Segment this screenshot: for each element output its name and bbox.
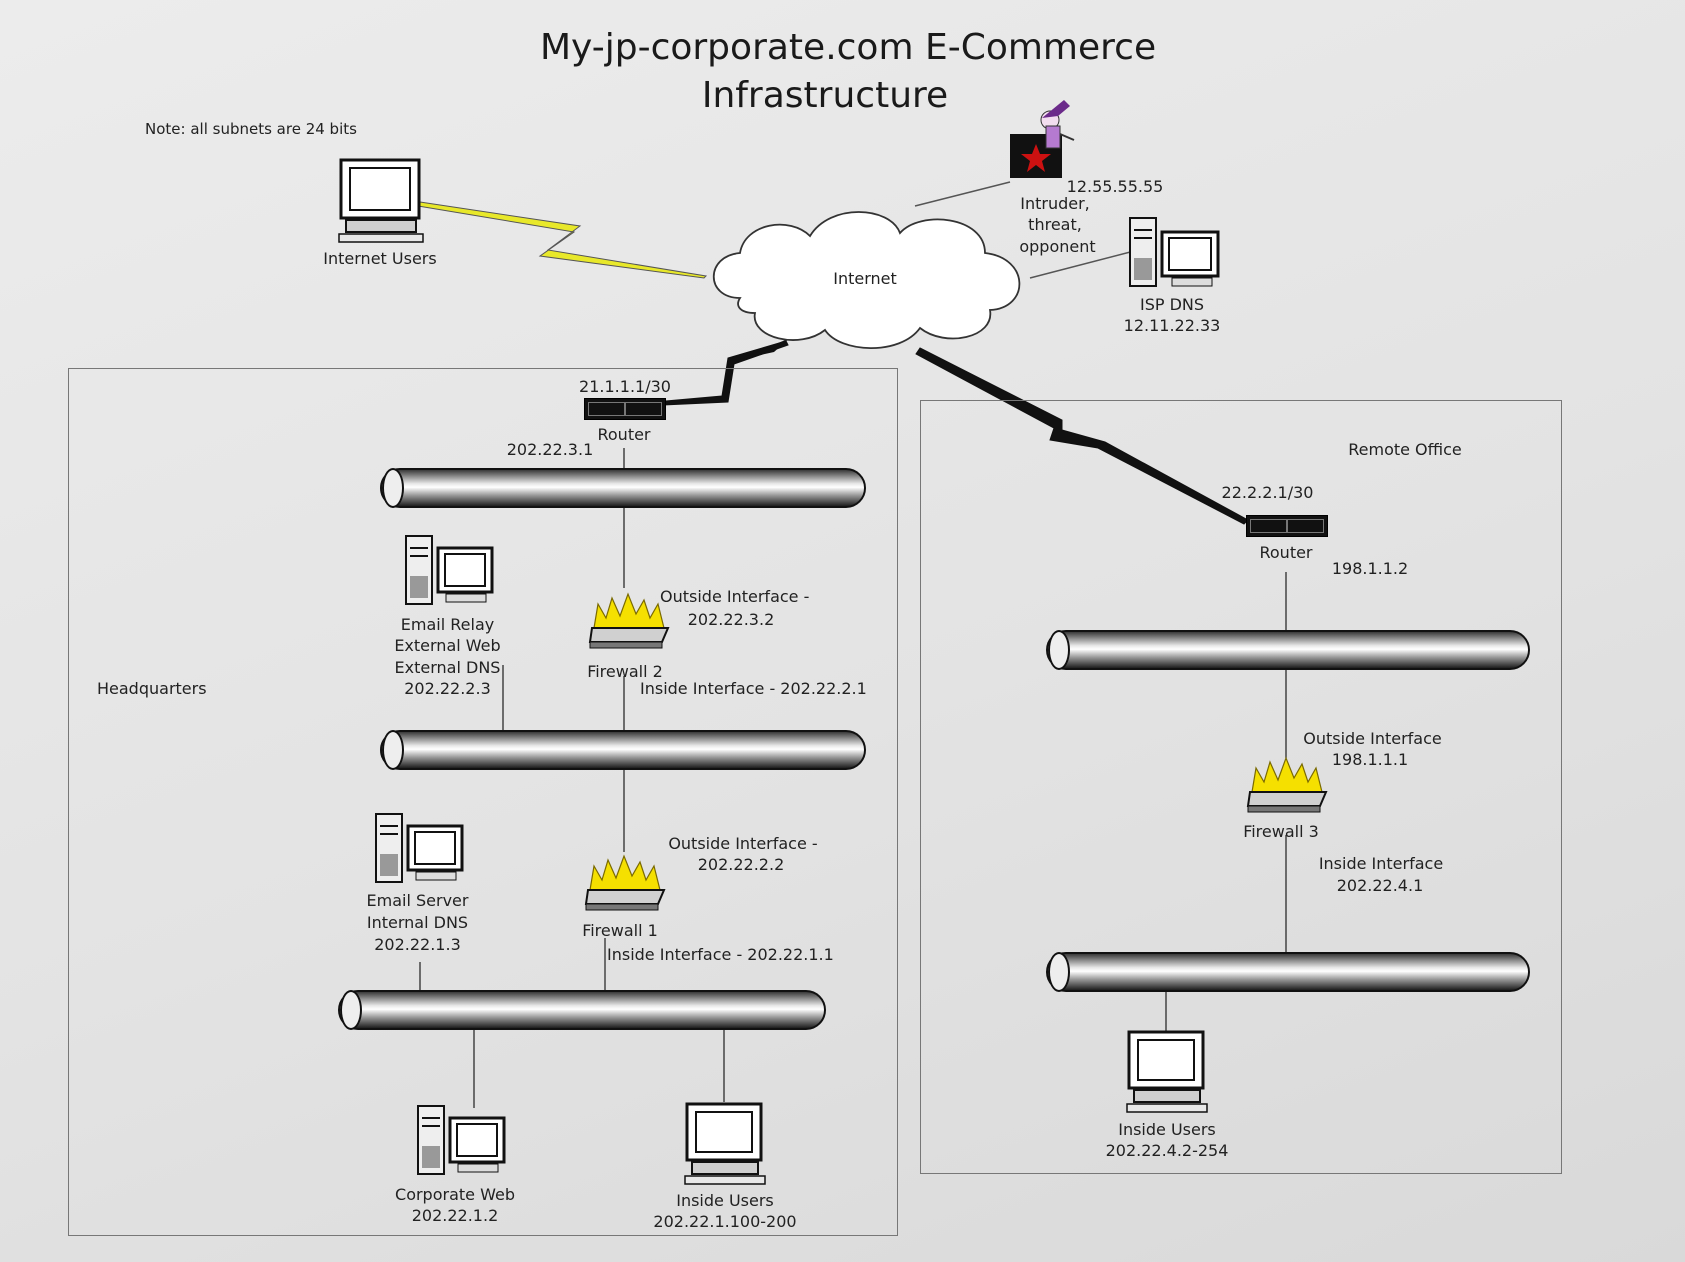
remote-inside-users-ip: 202.22.4.2-254 bbox=[1105, 1141, 1229, 1160]
email-server-line1: Email Server bbox=[366, 891, 469, 910]
hq-internal-segment bbox=[338, 990, 826, 1030]
hq-dmz-outer-segment bbox=[380, 468, 866, 508]
lightning-internet-users bbox=[417, 201, 708, 279]
email-relay-line1: Email Relay bbox=[400, 615, 495, 634]
firewall-3-inside-line1: Inside Interface bbox=[1318, 854, 1444, 873]
firewall-2-inside-interface: Inside Interface - 202.22.2.1 bbox=[640, 679, 867, 698]
internet-cloud-icon bbox=[713, 211, 1021, 350]
email-server-icon bbox=[375, 813, 464, 883]
firewall-1-outside-line1: Outside Interface - bbox=[668, 834, 818, 853]
intruder-label-line2: threat, bbox=[1028, 215, 1082, 234]
email-relay-server-icon bbox=[405, 535, 494, 605]
remote-router-icon bbox=[1246, 515, 1328, 537]
firewall-1-inside-interface: Inside Interface - 202.22.1.1 bbox=[607, 945, 834, 964]
firewall-2-outside-line2: 202.22.3.2 bbox=[687, 610, 775, 629]
firewall-3-icon bbox=[1246, 756, 1328, 813]
isp-dns-label: ISP DNS bbox=[1139, 295, 1205, 314]
hq-router-wan-ip: 21.1.1.1/30 bbox=[579, 377, 671, 396]
email-server-ip: 202.22.1.3 bbox=[374, 935, 461, 954]
isp-dns-ip: 12.11.22.33 bbox=[1123, 316, 1221, 335]
email-server-line2: Internal DNS bbox=[366, 913, 469, 932]
intruder-label-line3: opponent bbox=[1019, 237, 1096, 256]
hq-inside-users-label: Inside Users bbox=[676, 1191, 774, 1210]
remote-inside-users-computer-icon bbox=[1126, 1030, 1208, 1113]
email-relay-ip: 202.22.2.3 bbox=[404, 679, 491, 698]
remote-router-lan-ip: 198.1.1.2 bbox=[1331, 559, 1409, 578]
subnet-note: Note: all subnets are 24 bits bbox=[145, 120, 357, 138]
hq-router-label: Router bbox=[597, 425, 651, 444]
email-relay-line2: External Web bbox=[394, 636, 501, 655]
lightning-hq-wan bbox=[663, 340, 789, 406]
corporate-web-label: Corporate Web bbox=[395, 1185, 515, 1204]
hq-inside-users-ip: 202.22.1.100-200 bbox=[653, 1212, 797, 1231]
firewall-2-outside-line1: Outside Interface - bbox=[660, 587, 810, 606]
firewall-1-outside-line2: 202.22.2.2 bbox=[697, 855, 785, 874]
remote-router-label: Router bbox=[1259, 543, 1313, 562]
firewall-3-inside-line2: 202.22.4.1 bbox=[1336, 876, 1424, 895]
remote-router-wan-ip: 22.2.2.1/30 bbox=[1221, 483, 1314, 502]
intruder-ip: 12.55.55.55 bbox=[1066, 177, 1164, 196]
firewall-2-label: Firewall 2 bbox=[587, 662, 663, 681]
isp-dns-server-icon bbox=[1129, 217, 1220, 287]
email-relay-line3: External DNS bbox=[394, 658, 501, 677]
internet-users-label: Internet Users bbox=[323, 249, 437, 268]
firewall-1-icon bbox=[584, 854, 666, 911]
remote-internal-segment bbox=[1046, 952, 1530, 992]
diagram-title-line1: My-jp-corporate.com E-Commerce bbox=[540, 27, 1157, 68]
remote-office-label: Remote Office bbox=[1348, 440, 1462, 459]
remote-inside-users-label: Inside Users bbox=[1118, 1120, 1216, 1139]
intruder-label-line1: Intruder, bbox=[1020, 194, 1090, 213]
headquarters-zone bbox=[68, 368, 898, 1236]
headquarters-label: Headquarters bbox=[97, 679, 207, 698]
remote-office-zone bbox=[920, 400, 1562, 1174]
hq-router-lan-ip: 202.22.3.1 bbox=[506, 440, 594, 459]
hq-router-icon bbox=[584, 398, 666, 420]
firewall-1-label: Firewall 1 bbox=[582, 921, 658, 940]
lightning-remote-wan bbox=[915, 347, 1249, 525]
firewall-3-label: Firewall 3 bbox=[1243, 822, 1319, 841]
firewall-3-outside-line2: 198.1.1.1 bbox=[1331, 750, 1409, 769]
hq-inside-users-computer-icon bbox=[684, 1102, 766, 1185]
remote-outer-segment bbox=[1046, 630, 1530, 670]
corporate-web-ip: 202.22.1.2 bbox=[411, 1206, 499, 1225]
firewall-3-outside-line1: Outside Interface bbox=[1303, 729, 1442, 748]
diagram-title-line2: Infrastructure bbox=[701, 75, 949, 116]
intruder-icon bbox=[1010, 100, 1075, 178]
hq-dmz-inner-segment bbox=[380, 730, 866, 770]
firewall-2-icon bbox=[588, 592, 670, 649]
internet-users-computer-icon bbox=[338, 158, 424, 243]
corporate-web-server-icon bbox=[417, 1105, 506, 1175]
internet-label: Internet bbox=[833, 269, 897, 288]
